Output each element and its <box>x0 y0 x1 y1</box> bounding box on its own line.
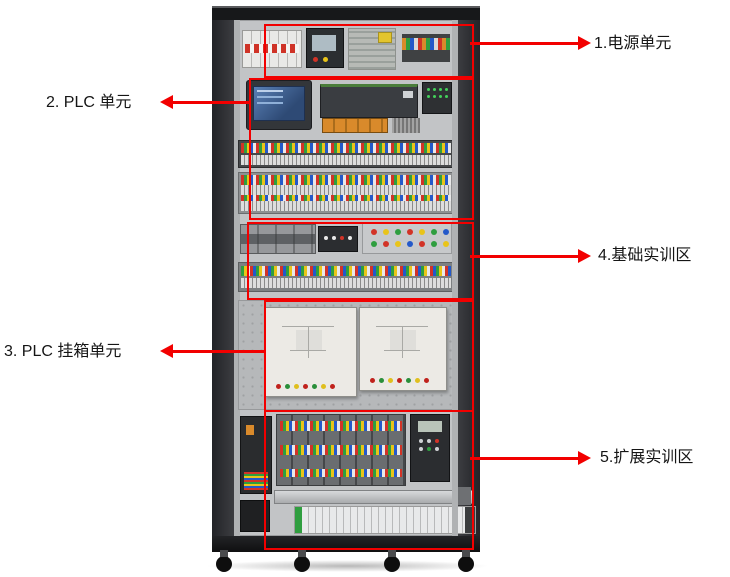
power-supply-module <box>348 28 396 70</box>
ribbon-cable <box>392 118 420 133</box>
terminal-wires <box>241 143 451 153</box>
hanging-box-indicators <box>370 378 375 383</box>
io-module-stack <box>240 416 272 494</box>
terminal-blocks <box>241 201 451 211</box>
hmi-screen <box>253 86 305 121</box>
hanging-box-indicators <box>276 384 281 389</box>
annotation-arrow-line-2 <box>172 101 250 104</box>
cabinet-right-rail <box>458 20 480 536</box>
annotation-arrowhead-4 <box>578 249 591 263</box>
hanging-box-mounting-grid <box>238 300 454 410</box>
power-meter-indicators <box>313 57 318 62</box>
plc-hanging-box-right <box>359 307 447 391</box>
cabinet-left-rail <box>212 20 234 536</box>
ethernet-switch-module <box>422 82 452 114</box>
frequency-drive-keypad <box>419 439 423 443</box>
annotation-box-power-unit <box>264 24 474 78</box>
power-meter <box>306 28 344 68</box>
vertical-terminal-strips <box>276 414 406 486</box>
floor-shadow <box>205 560 490 572</box>
caster-wheel <box>216 550 232 572</box>
caster-wheel <box>384 550 400 572</box>
annotation-arrow-line-4 <box>470 255 580 258</box>
frequency-drive <box>410 414 450 482</box>
indicator-lights-row <box>371 229 377 235</box>
annotation-arrowhead-5 <box>578 451 591 465</box>
annotation-arrowhead-2 <box>160 95 173 109</box>
schematic-drawing <box>266 308 356 396</box>
terminal-wires <box>241 266 451 276</box>
ethernet-leds <box>427 88 430 91</box>
terminal-wires <box>241 175 451 185</box>
terminal-wires <box>280 445 402 455</box>
terminal-strip-row-3 <box>238 262 454 292</box>
equipment-cabinet <box>212 6 480 552</box>
annotation-box-extended-training-area <box>264 410 474 550</box>
pushbutton-indicator-panel <box>362 222 452 254</box>
power-supply-sticker <box>378 32 392 43</box>
plc-hanging-box-left <box>265 307 357 397</box>
caster-wheel <box>458 550 474 572</box>
power-terminal-blocks <box>402 34 450 62</box>
annotation-arrowhead-1 <box>578 36 591 50</box>
relay-panel <box>318 226 358 252</box>
annotation-label-basic-training-area: 4.基础实训区 <box>598 247 692 264</box>
linear-axis-module <box>274 487 474 505</box>
annotation-label-plc-hanging-box-unit: 3. PLC 挂箱单元 <box>4 343 122 360</box>
terminal-strip-row-1 <box>238 140 454 168</box>
terminal-wires <box>280 469 402 477</box>
annotation-label-power-unit: 1.电源单元 <box>594 35 672 52</box>
power-meter-screen <box>312 35 336 51</box>
annotation-arrow-line-1 <box>470 42 580 45</box>
annotation-box-plc-hanging-box-unit <box>264 300 474 412</box>
schematic-drawing <box>360 308 446 390</box>
frequency-drive-display <box>418 421 442 432</box>
plc-controller-module <box>320 84 418 118</box>
plc-io-connectors <box>322 118 388 133</box>
annotation-box-basic-training-area <box>247 222 474 300</box>
terminal-strip-row-2 <box>238 172 454 214</box>
annotation-box-plc-unit <box>249 78 474 220</box>
indicator-lights-row <box>371 241 377 247</box>
bottom-terminal-strip <box>294 506 476 534</box>
cabinet-interior-panel <box>234 20 476 536</box>
annotation-label-extended-training-area: 5.扩展实训区 <box>600 449 694 466</box>
contactor-group <box>240 224 316 254</box>
caster-wheel <box>294 550 310 572</box>
terminal-blocks <box>241 155 451 165</box>
breaker-toggles <box>245 44 299 53</box>
annotation-label-plc-unit: 2. PLC 单元 <box>46 94 132 111</box>
terminal-blocks <box>241 185 451 195</box>
terminal-wires <box>280 421 402 431</box>
annotation-arrowhead-3 <box>160 344 173 358</box>
annotation-arrow-line-5 <box>470 457 580 460</box>
terminal-blocks <box>241 278 451 288</box>
annotation-arrow-line-3 <box>172 350 265 353</box>
terminal-wires <box>241 195 451 205</box>
hmi-touch-panel <box>246 80 312 130</box>
circuit-breakers <box>242 30 302 68</box>
